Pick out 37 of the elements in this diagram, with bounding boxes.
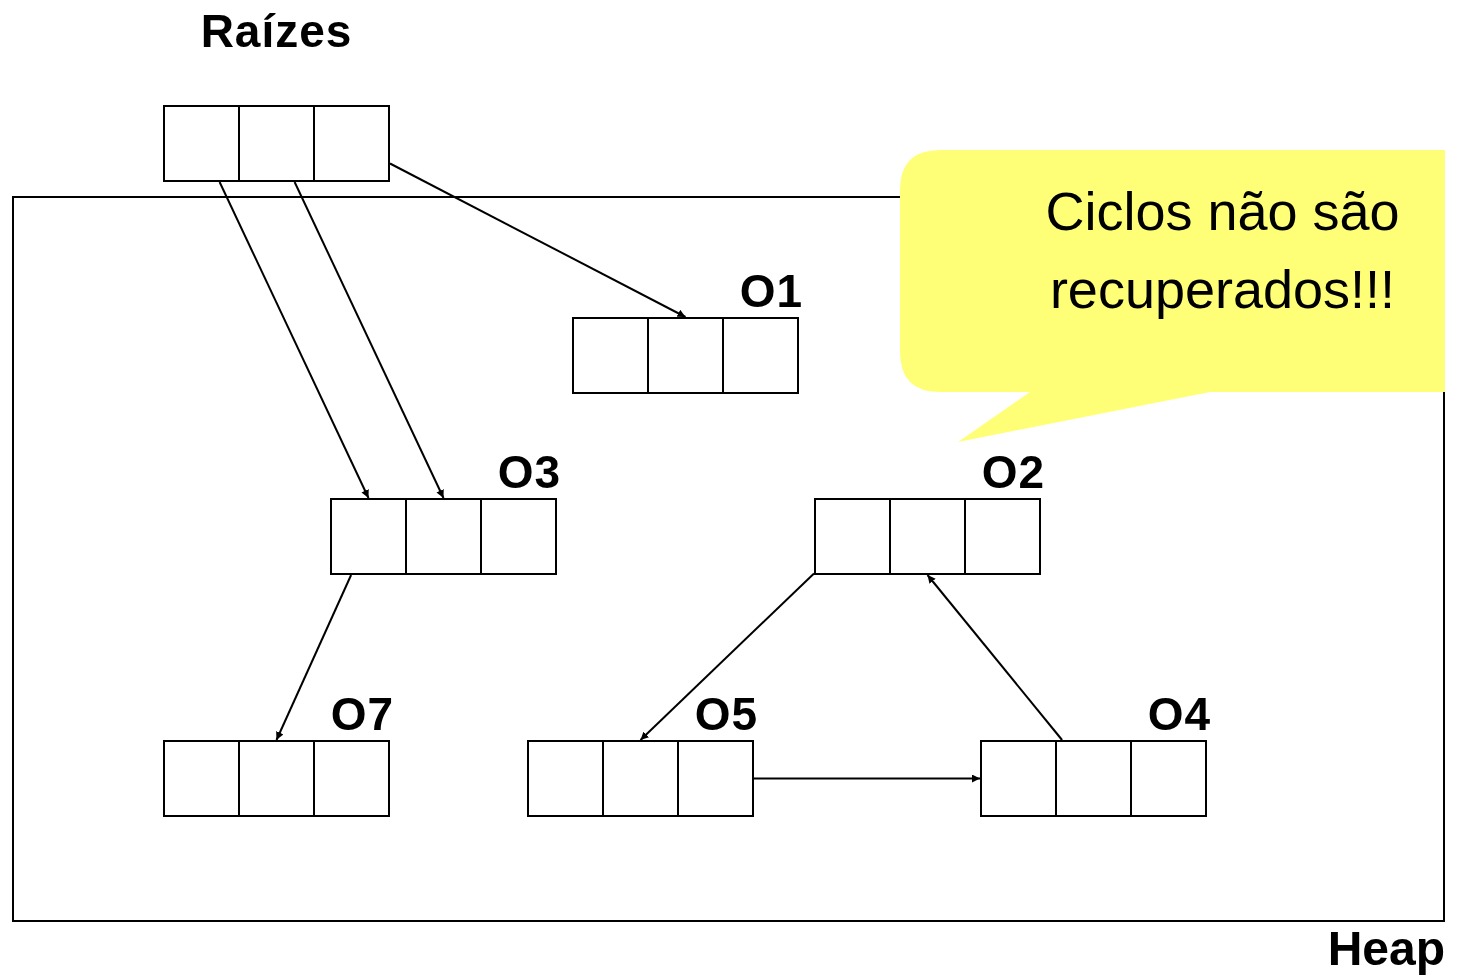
array-cell <box>238 740 315 817</box>
arrow <box>639 572 815 741</box>
array-cell <box>313 740 390 817</box>
object-label: Raízes <box>200 5 353 57</box>
array-cell <box>980 740 1057 817</box>
array-cell <box>163 740 240 817</box>
array-cell <box>814 498 891 575</box>
array-cell <box>330 498 407 575</box>
arrow <box>218 181 370 499</box>
array-cell <box>405 498 482 575</box>
array-cell <box>1055 740 1132 817</box>
array-cell <box>313 105 390 182</box>
callout-text: Ciclos não são recuperados!!! <box>1044 180 1401 321</box>
object-label: O1 <box>739 265 803 317</box>
array-cell <box>572 317 649 394</box>
arrow <box>389 162 687 318</box>
array-cell <box>163 105 240 182</box>
object-label: O7 <box>330 688 394 740</box>
arrow <box>926 574 1064 741</box>
object-label: O5 <box>694 688 758 740</box>
object-label: O3 <box>497 446 561 498</box>
array-cell <box>722 317 799 394</box>
array-cell <box>1130 740 1207 817</box>
array-cell <box>647 317 724 394</box>
region-label: Heap <box>1327 924 1445 974</box>
arrow <box>753 774 981 783</box>
array-cell <box>677 740 754 817</box>
array-cell <box>889 498 966 575</box>
object-label: O2 <box>981 446 1045 498</box>
array-cell <box>480 498 557 575</box>
array-cell <box>964 498 1041 575</box>
arrow <box>275 574 353 741</box>
object-label: O4 <box>1147 688 1211 740</box>
arrow <box>293 181 445 499</box>
array-cell <box>238 105 315 182</box>
array-cell <box>527 740 604 817</box>
array-cell <box>602 740 679 817</box>
